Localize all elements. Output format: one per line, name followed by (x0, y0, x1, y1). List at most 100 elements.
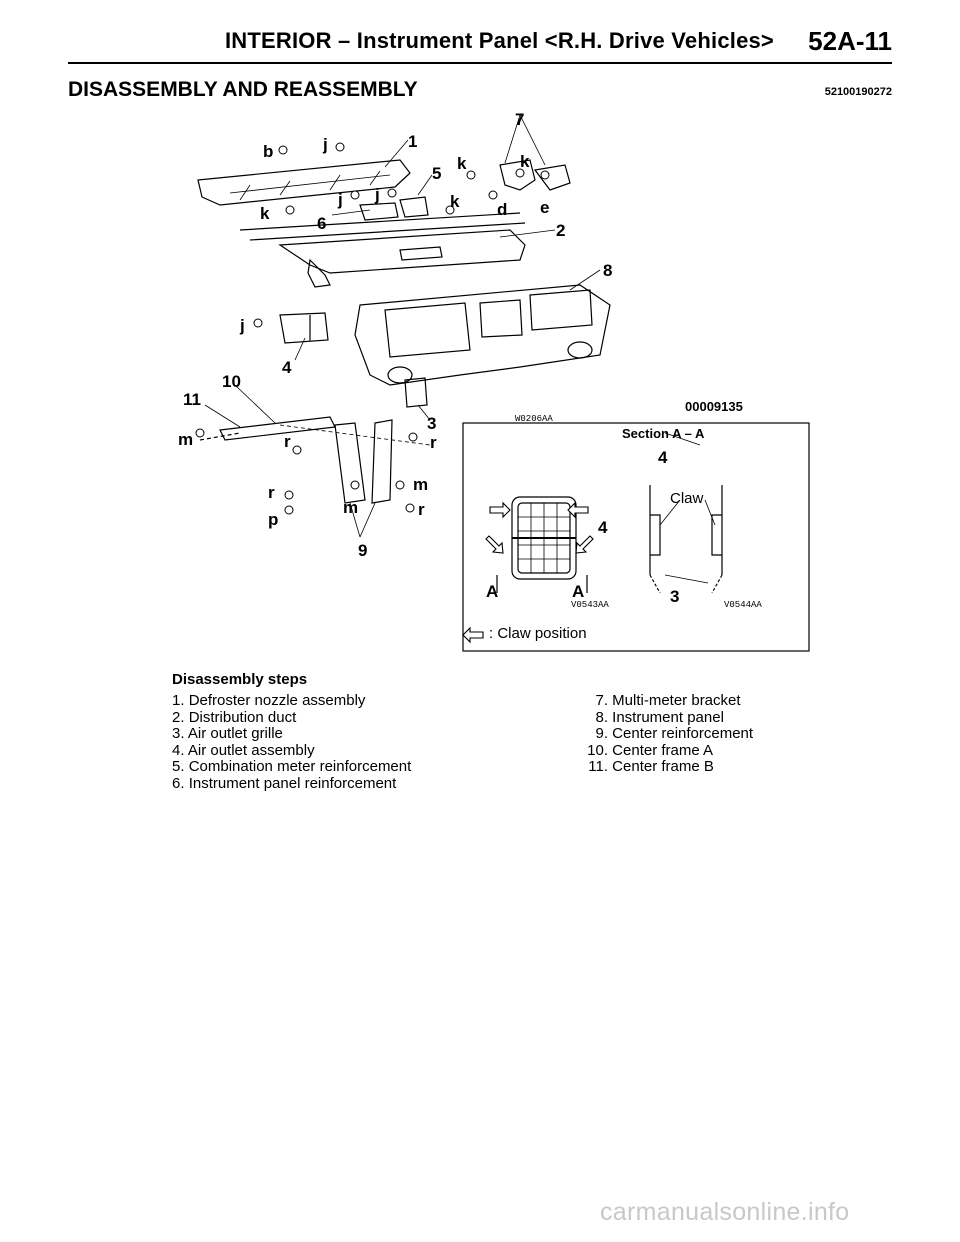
step-number: 8. (595, 708, 608, 726)
step-number: 3. (172, 725, 185, 742)
page-header: INTERIOR – Instrument Panel <R.H. Drive … (0, 0, 960, 64)
label-4: 4 (282, 358, 292, 377)
figure-code: 00009135 (685, 399, 743, 414)
fastener-d: d (497, 200, 507, 219)
label-9: 9 (358, 541, 367, 560)
step-label: Instrument panel reinforcement (188, 774, 397, 792)
list-item: 6. Instrument panel reinforcement (172, 774, 411, 793)
header-title: INTERIOR – Instrument Panel <R.H. Drive … (225, 28, 774, 53)
panel-reinforcement (239, 212, 526, 241)
label-11: 11 (183, 390, 201, 409)
section-marker-a: A (486, 582, 498, 601)
step-label: Combination meter reinforcement (188, 758, 412, 775)
fastener-p: p (268, 510, 278, 529)
step-number: 6. (172, 774, 185, 792)
step-label: Center frame A (612, 741, 714, 759)
step-label: Defroster nozzle assembly (188, 692, 366, 709)
fastener-j: j (239, 316, 245, 335)
list-item: 5. Combination meter reinforcement (172, 758, 412, 776)
label-8: 8 (603, 261, 612, 280)
fastener-m: m (413, 475, 428, 494)
step-number: 10. (587, 741, 608, 759)
fastener-r: r (430, 433, 437, 452)
step-number: 9. (595, 725, 608, 742)
distribution-duct (278, 229, 526, 274)
list-item: 8. Instrument panel (580, 708, 753, 727)
section-code: 52100190272 (824, 86, 892, 98)
label-2: 2 (556, 221, 565, 240)
list-item: 11. Center frame B (580, 758, 753, 776)
step-label: Center reinforcement (612, 725, 754, 742)
page-number: 52A-11 (808, 26, 892, 56)
inset-label-3: 3 (670, 587, 679, 606)
claw-label: Claw (670, 490, 704, 507)
inset-code-right: V0544AA (724, 600, 762, 610)
list-item: 2. Distribution duct (172, 708, 411, 727)
outlet-grille (404, 377, 428, 408)
center-frame (219, 416, 336, 441)
step-label: Air outlet assembly (187, 741, 315, 759)
steps-list-right: 7. Multi-meter bracket 8. Instrument pan… (580, 692, 754, 776)
step-label: Center frame B (612, 758, 714, 775)
label-1: 1 (408, 132, 417, 151)
step-number: 7. (595, 692, 608, 709)
inset-label-4: 4 (598, 518, 608, 537)
claw-legend-icon (462, 626, 484, 644)
step-number: 11. (588, 758, 608, 775)
air-outlet (279, 312, 329, 344)
claw-arrow-icon (485, 535, 504, 554)
fastener-j: j (337, 190, 343, 209)
fastener-j: j (322, 135, 328, 154)
claw-arrow-icon (567, 501, 589, 519)
step-label: Instrument panel (612, 708, 724, 726)
fastener-j: j (374, 185, 380, 204)
steps-list-left: 1. Defroster nozzle assembly 2. Distribu… (172, 692, 412, 793)
instrument-panel (354, 284, 611, 386)
fastener-r: r (418, 500, 425, 519)
watermark: carmanualsonline.info (600, 1198, 850, 1226)
step-number: 1. (172, 692, 185, 709)
inset-title: Section A – A (622, 426, 705, 441)
label-6: 6 (317, 214, 326, 233)
label-7: 7 (515, 110, 524, 129)
list-item: 7. Multi-meter bracket (580, 692, 753, 710)
step-number: 5. (172, 758, 185, 775)
center-reinforcement (334, 419, 393, 504)
step-label: Multi-meter bracket (612, 692, 741, 709)
fastener-k: k (457, 154, 467, 173)
label-5: 5 (432, 164, 441, 183)
fastener-k: k (260, 204, 270, 223)
list-item: 3. Air outlet grille (172, 725, 411, 743)
claw-legend: : Claw position (489, 625, 587, 642)
list-item: 9. Center reinforcement (580, 725, 754, 743)
list-item: 4. Air outlet assembly (172, 741, 411, 760)
meter-reinforcement (399, 196, 429, 218)
header-rule (68, 62, 892, 64)
list-item: 1. Defroster nozzle assembly (172, 692, 411, 710)
fastener-k: k (450, 192, 460, 211)
defroster-nozzle (197, 159, 411, 206)
fastener-m: m (178, 430, 193, 449)
fastener-r: r (284, 432, 291, 451)
section-inset: Section A – A 4 Claw 4 A A 3 V0543AA (462, 422, 810, 652)
inset-code-left: V0543AA (571, 600, 609, 610)
claw-arrow-icon (489, 501, 511, 519)
step-number: 4. (172, 741, 185, 759)
list-item: 10. Center frame A (580, 741, 753, 760)
step-number: 2. (172, 708, 185, 726)
step-label: Air outlet grille (187, 725, 283, 742)
fastener-b: b (263, 142, 273, 161)
fastener-e: e (540, 198, 549, 217)
inset-label-4: 4 (658, 448, 668, 467)
multimeter-bracket (499, 159, 571, 191)
figure-code-main: W0206AA (515, 414, 553, 424)
section-marker-a: A (572, 582, 584, 601)
diagram-svg: 1 2 3 4 5 6 7 8 9 10 11 b j j j j k k k … (178, 110, 810, 652)
fastener-m: m (343, 498, 358, 517)
claw-arrow-icon (575, 535, 594, 554)
label-3: 3 (427, 414, 436, 433)
section-title: DISASSEMBLY AND REASSEMBLY (68, 78, 418, 101)
fastener-k: k (520, 152, 530, 171)
exploded-diagram: 1 2 3 4 5 6 7 8 9 10 11 b j j j j k k k … (160, 105, 820, 665)
steps-title: Disassembly steps (172, 671, 308, 688)
